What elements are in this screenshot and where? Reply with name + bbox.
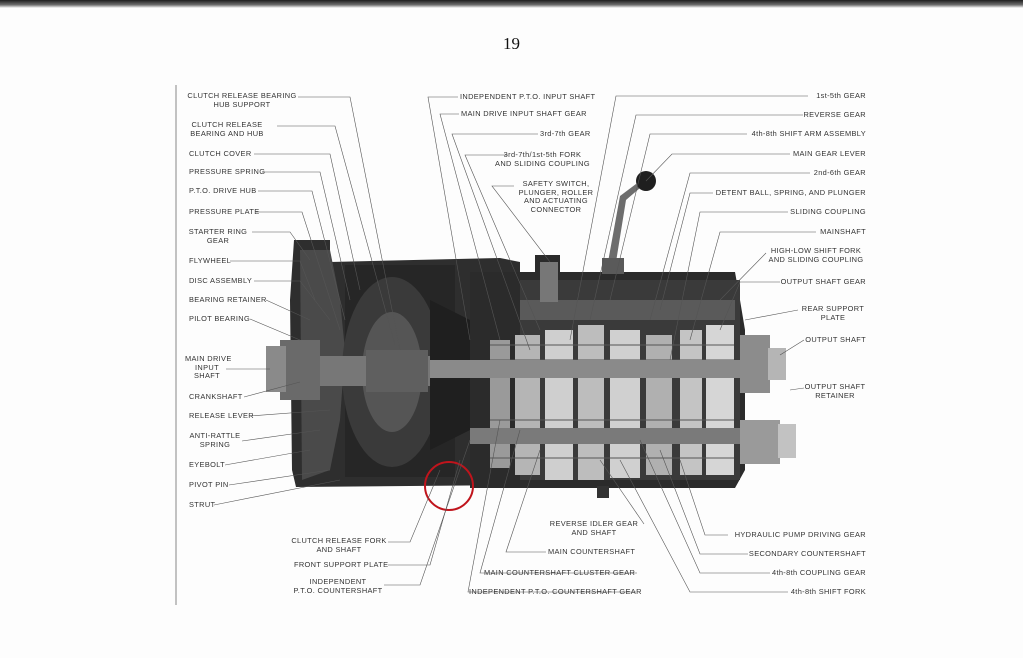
label-rear-support-plate: REAR SUPPORT PLATE: [801, 304, 865, 322]
label-disc-assembly: DISC ASSEMBLY: [189, 276, 253, 285]
label-hydraulic-pump-driving-gear: HYDRAULIC PUMP DRIVING GEAR: [734, 530, 866, 539]
leader-lines: [213, 95, 816, 593]
label-main-countershaft-cluster-gear: MAIN COUNTERSHAFT CLUSTER GEAR: [484, 568, 636, 577]
gearbox-housing: [430, 255, 770, 488]
label-anti-rattle-spring: ANTI-RATTLE SPRING: [189, 431, 241, 449]
label-main-drive-input-shaft-gear: MAIN DRIVE INPUT SHAFT GEAR: [461, 109, 587, 118]
label-pto-drive-hub: P.T.O. DRIVE HUB: [189, 186, 257, 195]
label-output-shaft: OUTPUT SHAFT: [805, 335, 866, 344]
label-sliding-coupling: SLIDING COUPLING: [790, 207, 866, 216]
label-detent-ball-spring-plunger: DETENT BALL, SPRING, AND PLUNGER: [715, 188, 866, 197]
label-mainshaft: MAINSHAFT: [820, 227, 866, 236]
page-number: 19: [503, 34, 520, 53]
label-release-lever: RELEASE LEVER: [189, 411, 254, 420]
scan-top-edge: [0, 0, 1023, 8]
highlight-circle: [424, 461, 474, 511]
label-independent-pto-countershaft-gear: INDEPENDENT P.T.O. COUNTERSHAFT GEAR: [469, 587, 642, 596]
label-main-gear-lever: MAIN GEAR LEVER: [792, 149, 866, 158]
label-front-support-plate: FRONT SUPPORT PLATE: [294, 560, 389, 569]
label-2nd-6th-gear: 2nd-6th GEAR: [813, 168, 866, 177]
label-flywheel: FLYWHEEL: [189, 256, 232, 265]
label-main-drive-input-shaft: MAIN DRIVE INPUT SHAFT: [185, 354, 232, 381]
output-shaft: [740, 335, 796, 464]
label-pilot-bearing: PILOT BEARING: [189, 314, 251, 323]
label-clutch-release-fork-and-shaft: CLUTCH RELEASE FORK AND SHAFT: [291, 536, 387, 554]
label-reverse-gear: REVERSE GEAR: [803, 110, 866, 119]
label-output-shaft-gear: OUTPUT SHAFT GEAR: [780, 277, 866, 286]
label-3rd-7th-gear: 3rd-7th GEAR: [540, 129, 591, 138]
label-eyebolt: EYEBOLT: [189, 460, 225, 469]
label-safety-switch: SAFETY SWITCH, PLUNGER, ROLLER AND ACTUA…: [518, 179, 594, 214]
label-4th-8th-shift-arm-assembly: 4th-8th SHIFT ARM ASSEMBLY: [751, 129, 866, 138]
label-4th-8th-shift-fork: 4th-8th SHIFT FORK: [790, 587, 866, 596]
label-independent-pto-input-shaft: INDEPENDENT P.T.O. INPUT SHAFT: [460, 92, 596, 101]
label-pressure-plate: PRESSURE PLATE: [189, 207, 260, 216]
label-4th-8th-coupling-gear: 4th-8th COUPLING GEAR: [771, 568, 866, 577]
label-crankshaft: CRANKSHAFT: [189, 392, 243, 401]
label-reverse-idler-gear-and-shaft: REVERSE IDLER GEAR AND SHAFT: [549, 519, 639, 537]
gear-stacks: [490, 325, 734, 480]
clutch-housing: [266, 240, 520, 487]
label-clutch-release-bearing-and-hub: CLUTCH RELEASE BEARING AND HUB: [190, 120, 264, 138]
countershaft: [470, 428, 770, 444]
label-clutch-release-bearing-hub-support: CLUTCH RELEASE BEARING HUB SUPPORT: [187, 91, 297, 109]
mainshaft: [430, 360, 760, 378]
label-pivot-pin: PIVOT PIN: [189, 480, 229, 489]
label-strut: STRUT: [189, 500, 216, 509]
label-secondary-countershaft: SECONDARY COUNTERSHAFT: [748, 549, 866, 558]
label-independent-pto-countershaft: INDEPENDENT P.T.O. COUNTERSHAFT: [293, 577, 383, 595]
label-3rd-7th-1st-5th-fork: 3rd-7th/1st-5th FORK AND SLIDING COUPLIN…: [495, 150, 590, 168]
label-main-countershaft: MAIN COUNTERSHAFT: [548, 547, 636, 556]
label-output-shaft-retainer: OUTPUT SHAFT RETAINER: [804, 382, 866, 400]
label-clutch-cover: CLUTCH COVER: [189, 149, 252, 158]
label-high-low-shift-fork: HIGH-LOW SHIFT FORK AND SLIDING COUPLING: [768, 246, 864, 264]
label-pressure-spring: PRESSURE SPRING: [189, 167, 266, 176]
main-gear-lever: [602, 171, 656, 274]
label-1st-5th-gear: 1st-5th GEAR: [816, 91, 866, 100]
label-starter-ring-gear: STARTER RING GEAR: [188, 227, 248, 245]
label-bearing-retainer: BEARING RETAINER: [189, 295, 267, 304]
